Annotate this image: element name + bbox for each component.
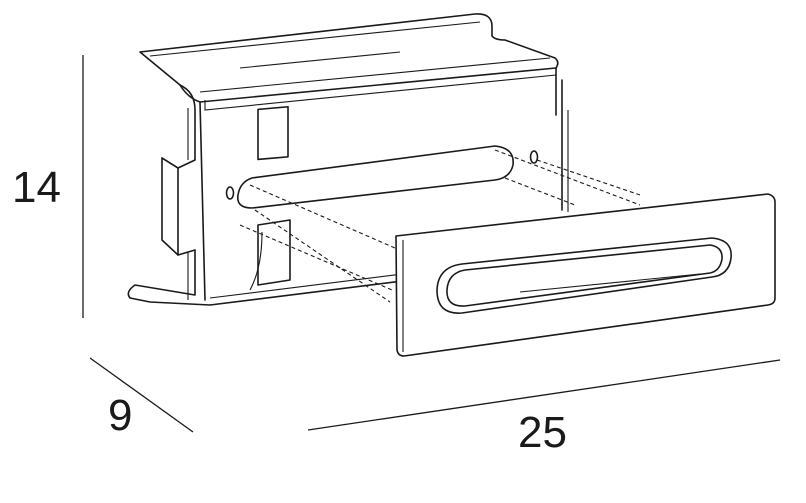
dimension-lines <box>82 55 781 433</box>
width-dimension-line <box>307 359 781 431</box>
height-label: 14 <box>12 163 61 212</box>
assembly-guide-lines <box>239 149 641 303</box>
mounting-bracket <box>127 13 569 306</box>
width-label: 25 <box>518 408 567 457</box>
depth-label: 9 <box>108 391 132 440</box>
depth-dimension-line <box>89 357 194 433</box>
front-cover-plate <box>395 193 776 357</box>
